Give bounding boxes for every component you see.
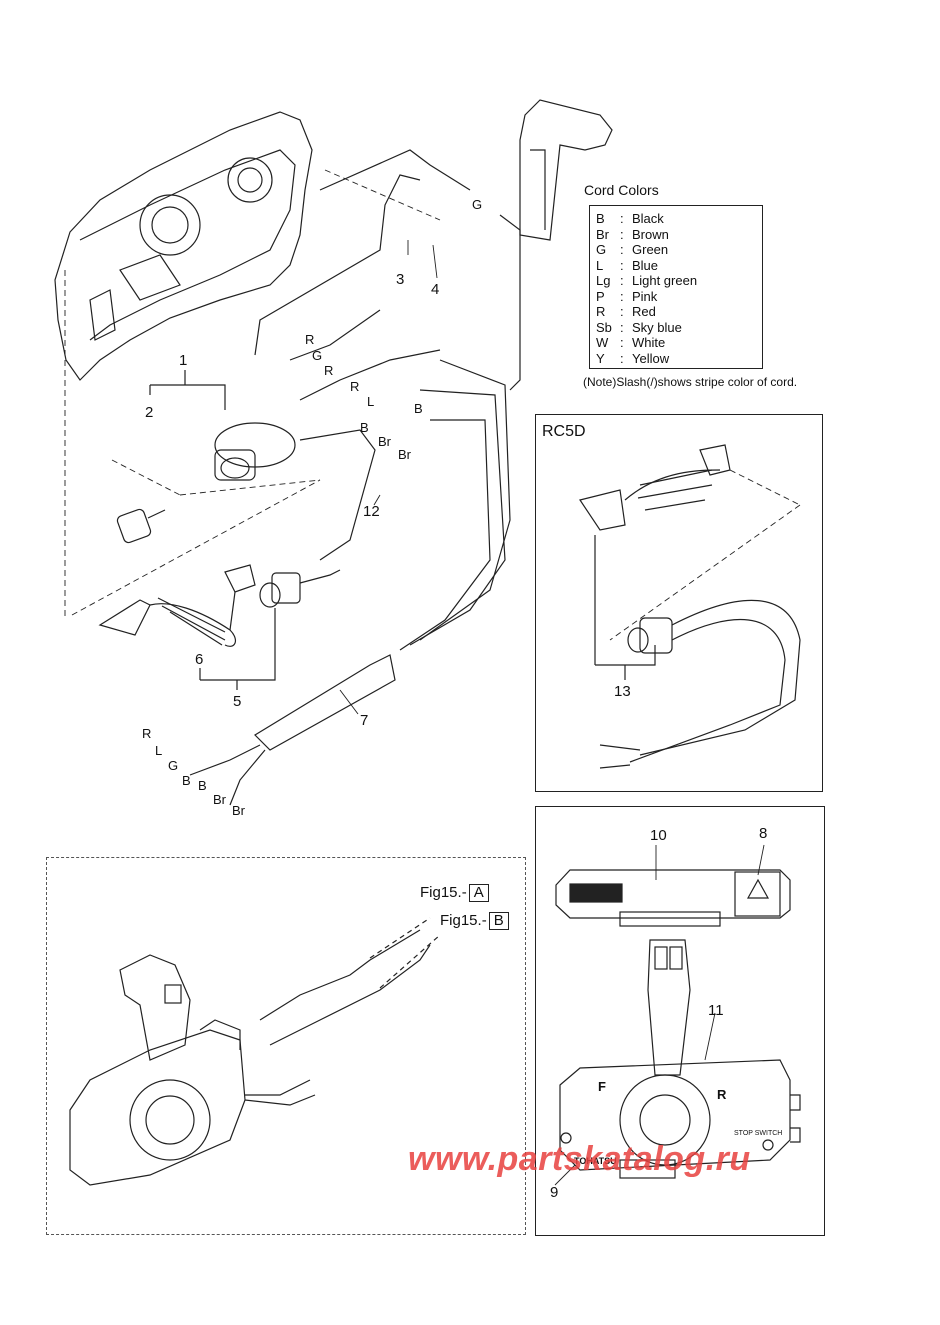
legend-row: G:Green: [596, 242, 669, 257]
callout-4: 4: [431, 281, 440, 298]
figref-a[interactable]: Fig15.-A: [420, 884, 489, 902]
callout-6: 6: [195, 651, 204, 668]
wire-label-end-b2: B: [198, 778, 207, 793]
top-mount-remote: [555, 869, 801, 1179]
legend-note: (Note)Slash(/)shows stripe color of cord…: [583, 375, 798, 389]
callout-1: 1: [179, 352, 188, 369]
wire-label-b2: B: [360, 420, 369, 435]
wire-label-br2: Br: [398, 447, 411, 462]
legend-row: B:Black: [596, 211, 664, 226]
wire-label-l1: L: [367, 394, 375, 409]
wire-label-end-b1: B: [182, 773, 191, 788]
rc5d-lanyard: [579, 444, 801, 769]
legend-title: Cord Colors: [584, 182, 659, 198]
brand-badge: TOHATSU: [574, 1156, 617, 1166]
control-inset-frame: [535, 806, 825, 1236]
top-handle: [519, 99, 613, 241]
callout-7: 7: [360, 712, 369, 729]
wire-label-end-br1: Br: [213, 792, 226, 807]
legend-row: Br:Brown: [596, 226, 669, 242]
rc5d-inset-frame: [535, 414, 823, 792]
legend-row: R:Red: [596, 304, 656, 319]
wire-label-end-l: L: [155, 743, 163, 758]
legend-row: W:White: [596, 335, 666, 350]
rc5d-label: RC5D: [542, 423, 586, 440]
stop-switch-text: STOP SWITCH: [734, 1130, 783, 1137]
callout-2: 2: [145, 404, 154, 421]
wire-label-end-r: R: [142, 726, 152, 741]
callout-12: 12: [363, 503, 380, 520]
callout-9: 9: [550, 1184, 559, 1201]
callout-8: 8: [759, 825, 768, 842]
wire-label-br1: Br: [378, 434, 391, 449]
reverse-mark: R: [717, 1087, 727, 1102]
remote-dashed-frame: [46, 857, 526, 1235]
legend-row: Y:Yellow: [596, 350, 670, 366]
forward-mark: F: [598, 1079, 606, 1094]
lanyard-coil-left: [98, 564, 256, 647]
wire-label-b1: B: [414, 401, 423, 416]
wire-label-r2: R: [324, 363, 334, 378]
wire-label-r1: R: [305, 332, 315, 347]
wire-label-g1: G: [312, 348, 323, 363]
wire-label-end-br2: Br: [232, 803, 245, 818]
ignition-key: [116, 508, 166, 544]
callout-10: 10: [650, 827, 667, 844]
engine-housing: [54, 111, 313, 381]
legend-row: Lg:Light green: [596, 273, 698, 288]
ignition-switch: [214, 422, 296, 481]
callout-3: 3: [396, 271, 405, 288]
cord-color-legend: B:Black Br:Brown G:Green L:Blue Lg:Light…: [589, 205, 763, 369]
legend-row: Sb:Sky blue: [596, 319, 682, 335]
side-mount-remote: [69, 917, 441, 1186]
legend-row: L:Blue: [596, 257, 659, 273]
callout-11: 11: [708, 1002, 724, 1019]
wire-label-r3: R: [350, 379, 360, 394]
watermark: www.partskatalog.ru: [408, 1140, 751, 1178]
legend-row: P:Pink: [596, 288, 658, 304]
wire-label-g-top: G: [472, 197, 483, 212]
wire-label-end-g: G: [168, 758, 179, 773]
callout-5: 5: [233, 693, 242, 710]
wiring: [189, 149, 521, 806]
stop-switch-plug: [259, 569, 341, 608]
figref-b[interactable]: Fig15.-B: [440, 912, 509, 930]
callout-13: 13: [614, 683, 631, 700]
